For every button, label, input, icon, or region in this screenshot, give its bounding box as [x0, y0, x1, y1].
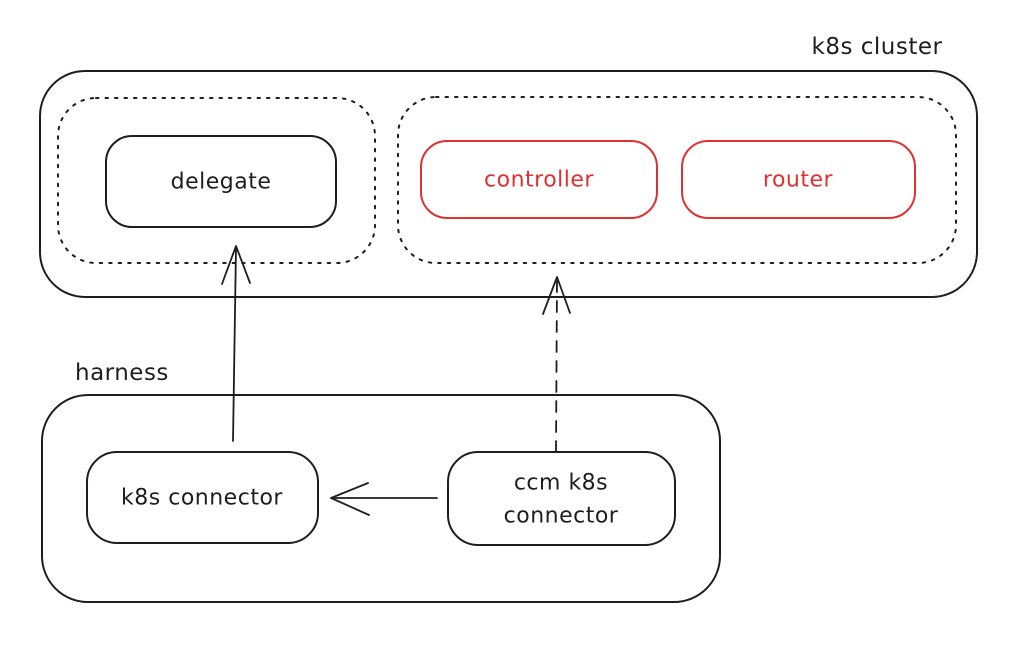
ccm-k8s-connector-label-line1: ccm k8s — [514, 471, 608, 496]
delegate-box — [105, 135, 337, 228]
arrow-head — [330, 482, 370, 516]
ccm-k8s-connector-box — [447, 451, 676, 546]
arrow-head — [542, 276, 571, 315]
controller-label: controller — [484, 168, 594, 193]
arrow-ccm-connector-to-k8s-connector — [330, 482, 438, 516]
arrow-line — [232, 246, 237, 442]
k8s-connector-label: k8s connector — [121, 486, 283, 511]
arrow-k8s-connector-to-delegate — [221, 245, 251, 442]
ccm-k8s-connector-label-line2: connector — [504, 504, 619, 529]
router-label: router — [763, 168, 834, 193]
arrow-line — [555, 279, 558, 453]
ccm-namespace-dotted-box — [397, 96, 957, 264]
router-box — [681, 140, 916, 219]
k8s-cluster-box — [39, 70, 978, 298]
k8s-connector-box — [86, 451, 319, 544]
harness-label: harness — [75, 360, 169, 386]
harness-box — [41, 394, 721, 603]
arrow-ccm-connector-to-ccm-namespace-dashed — [542, 276, 571, 453]
delegate-namespace-dotted-box — [57, 97, 376, 264]
controller-box — [420, 140, 658, 219]
k8s-cluster-label: k8s cluster — [812, 34, 943, 60]
arrow-head — [221, 245, 251, 285]
delegate-label: delegate — [171, 170, 272, 195]
